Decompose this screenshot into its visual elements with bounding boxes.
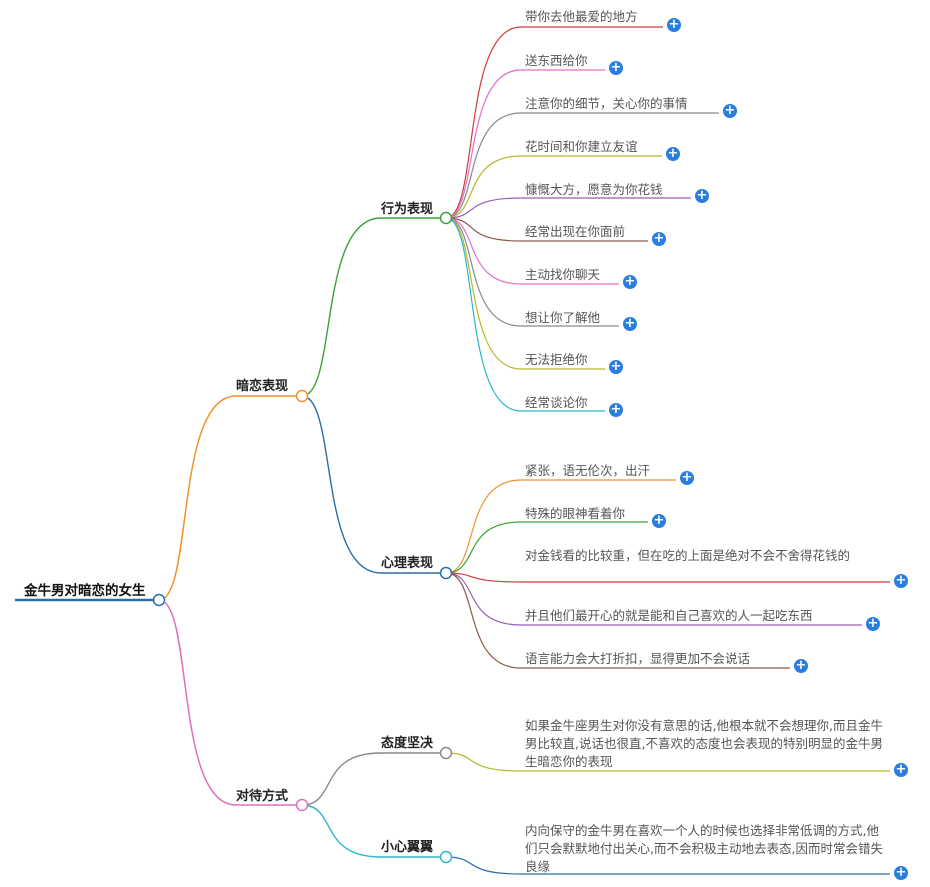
leaf-connector [445,521,522,574]
leaf-connector [445,572,522,626]
expand-plus-icon[interactable]: + [894,865,908,880]
subbranch-connector [301,752,382,806]
expand-plus-icon[interactable]: + [652,513,666,528]
subbranch-node-circle-icon[interactable] [439,566,453,580]
leaf-label[interactable]: 慷慨大方，愿意为你花钱 [525,182,663,197]
leaf-connector [445,856,522,875]
leaf-label[interactable]: 带你去他最爱的地方 [525,9,638,24]
branch-connector [158,599,237,806]
leaf-label[interactable]: 无法拒绝你 [525,352,588,367]
leaf-label[interactable]: 花时间和你建立友谊 [525,139,638,154]
subbranch-label-xingwei[interactable]: 行为表现 [381,202,434,217]
leaf-connector [445,197,522,219]
expand-plus-icon[interactable]: + [609,359,623,374]
expand-plus-icon[interactable]: + [609,60,623,75]
expand-plus-icon[interactable]: + [794,658,808,673]
branch-label-duidai[interactable]: 对待方式 [236,789,289,804]
expand-plus-icon[interactable]: + [623,274,637,289]
expand-plus-icon[interactable]: + [666,146,680,161]
subbranch-node-circle-icon[interactable] [439,850,453,864]
branch-label-anlian[interactable]: 暗恋表现 [236,379,289,394]
leaf-label[interactable]: 主动找你聊天 [525,267,601,282]
subbranch-label-xiaoxin[interactable]: 小心翼翼 [381,840,434,855]
leaf-connector [445,26,522,219]
leaf-label[interactable]: 并且他们最开心的就是能和自己喜欢的人一起吃东西 [525,608,813,623]
expand-plus-icon[interactable]: + [623,316,637,331]
expand-plus-icon[interactable]: + [695,188,709,203]
leaf-connector [445,217,522,242]
leaf-connector [445,572,522,669]
leaf-label[interactable]: 想让你了解他 [525,310,601,325]
root-node-label[interactable]: 金牛男对暗恋的女生 [24,583,146,599]
leaf-connector [445,112,522,219]
leaf-connector [445,69,522,219]
subbranch-label-xinli[interactable]: 心理表现 [381,556,434,571]
subbranch-label-taidu[interactable]: 态度坚决 [381,736,434,751]
leaf-label[interactable]: 特殊的眼神看着你 [525,506,626,521]
expand-plus-icon[interactable]: + [894,573,908,588]
expand-plus-icon[interactable]: + [609,402,623,417]
branch-connector [158,395,237,601]
expand-plus-icon[interactable]: + [680,470,694,485]
subbranch-connector [301,804,382,858]
expand-plus-icon[interactable]: + [894,762,908,777]
leaf-label[interactable]: 紧张，语无伦次，出汗 [525,463,651,478]
leaf-connector [445,572,522,583]
branch-node-circle-icon[interactable] [295,389,309,403]
leaf-label[interactable]: 注意你的细节，关心你的事情 [525,96,688,111]
leaf-label[interactable]: 内向保守的金牛男在喜欢一个人的时候也选择非常低调的方式,他们只会默默地付出关心,… [525,823,883,874]
leaf-connector [445,479,522,574]
leaf-connector [445,217,522,412]
expand-plus-icon[interactable]: + [723,103,737,118]
expand-plus-icon[interactable]: + [866,616,880,631]
subbranch-node-circle-icon[interactable] [439,746,453,760]
leaf-connector [445,752,522,772]
leaf-connector [445,217,522,327]
subbranch-connector [301,395,382,574]
leaf-connector [445,217,522,370]
root-node-circle-icon[interactable] [152,593,166,607]
leaf-connector [445,155,522,219]
leaf-label[interactable]: 经常谈论你 [525,395,588,410]
leaf-label[interactable]: 经常出现在你面前 [525,224,626,239]
leaf-label[interactable]: 送东西给你 [525,53,588,68]
subbranch-node-circle-icon[interactable] [439,211,453,225]
expand-plus-icon[interactable]: + [667,17,681,32]
leaf-label[interactable]: 对金钱看的比较重，但在吃的上面是绝对不会不舍得花钱的 [525,548,851,563]
subbranch-connector [301,217,382,397]
expand-plus-icon[interactable]: + [652,231,666,246]
leaf-connector [445,217,522,285]
branch-node-circle-icon[interactable] [295,798,309,812]
leaf-label[interactable]: 语言能力会大打折扣，显得更加不会说话 [525,651,751,666]
leaf-label[interactable]: 如果金牛座男生对你没有意思的话,他根本就不会想理你,而且金牛男比较直,说话也很直… [525,718,883,769]
